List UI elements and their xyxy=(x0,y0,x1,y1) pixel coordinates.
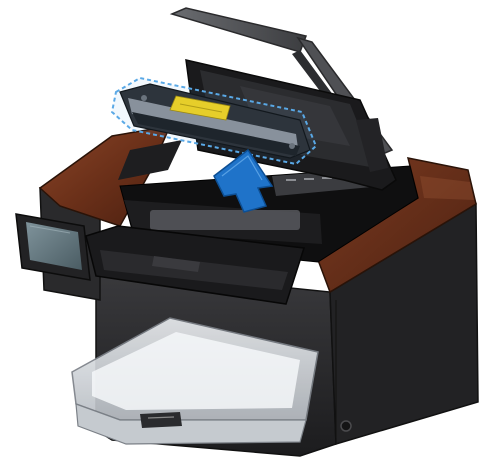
power-button xyxy=(341,421,351,431)
